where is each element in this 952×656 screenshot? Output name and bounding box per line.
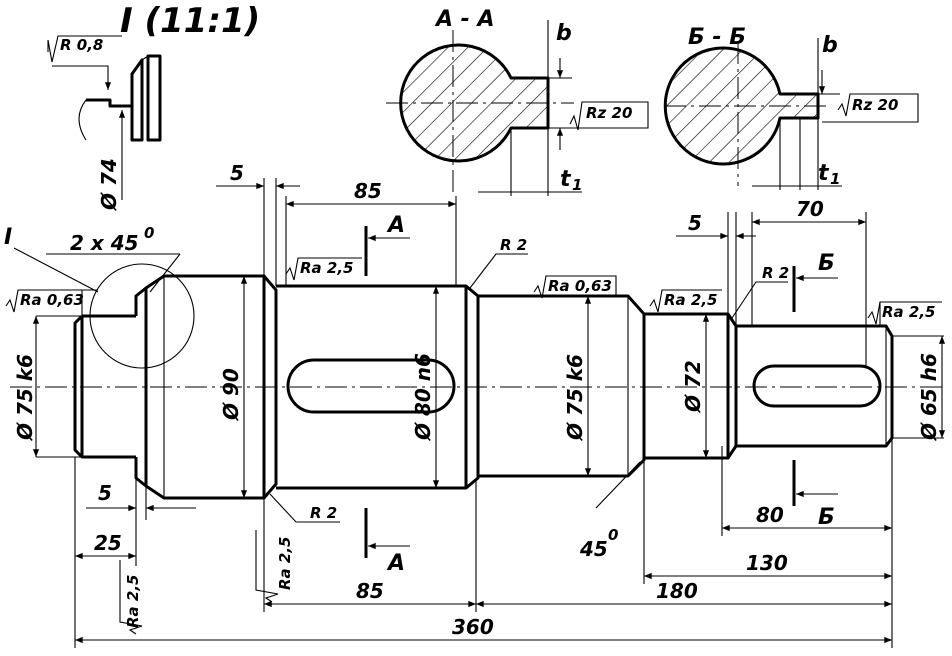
callouts: I 2 x 45 0 <box>4 224 181 293</box>
dim-bottom-80: 80 <box>756 503 784 527</box>
section-aa-b: b <box>556 21 572 46</box>
linear-dims: 5 85 5 70 5 25 85 180 <box>74 161 893 648</box>
dia-65h6: Ø 65 h6 <box>917 353 941 441</box>
dim-top-85: 85 <box>354 179 382 203</box>
dia-90: Ø 90 <box>219 368 243 421</box>
rough-shoulder-72: Ra 2,5 <box>664 291 717 309</box>
section-bb-roughness: Rz 20 <box>852 96 898 114</box>
dia-80n6: Ø 80 n6 <box>411 353 435 441</box>
detail-view: I (11:1) R 0,8 Ø 74 <box>47 1 260 211</box>
rough-bottom-left: Ra 2,5 <box>124 575 142 628</box>
chamfer-label: 2 x 45 <box>70 231 139 255</box>
dia-75k6-left: Ø 75 k6 <box>13 354 37 441</box>
rough-bottom-mid: Ra 2,5 <box>276 537 294 590</box>
diameter-dims: Ø 75 k6 Ø 90 Ø 80 n6 Ø 75 k6 Ø 72 Ø 65 h… <box>13 276 946 498</box>
dim-bottom-5: 5 <box>98 481 112 505</box>
rough-right-end: Ra 2,5 <box>882 303 935 321</box>
section-bb-b: b <box>822 33 838 58</box>
rough-mid-journal: Ra 0,63 <box>548 277 612 295</box>
detail-roughness: R 0,8 <box>60 36 103 54</box>
shaft-main-view <box>10 263 942 500</box>
dim-angle-deg: 0 <box>608 526 618 544</box>
section-bb-label: Б - Б <box>688 25 746 50</box>
cut-b-top: Б <box>818 251 835 276</box>
cut-a-top: A <box>386 213 405 238</box>
section-bb: Б - Б b t 1 Rz 20 <box>663 25 919 190</box>
roughness-symbol <box>47 35 122 63</box>
rough-key-step: Ra 2,5 <box>300 259 353 277</box>
detail-mark: I <box>4 225 12 250</box>
section-bb-t: t <box>818 161 830 186</box>
cut-a-bottom: A <box>386 551 405 576</box>
rough-left-journal: Ra 0,63 <box>20 291 84 309</box>
dim-top-5-right: 5 <box>688 211 702 235</box>
section-cut-marks: A A Б Б <box>364 213 838 576</box>
dia-72: Ø 72 <box>681 360 705 413</box>
detail-circle <box>89 263 195 369</box>
dim-overall-360: 360 <box>452 615 494 639</box>
dim-bottom-85: 85 <box>356 579 384 603</box>
section-aa-roughness: Rz 20 <box>586 104 632 122</box>
radius-top: R 2 <box>500 236 527 254</box>
section-bb-t-sub: 1 <box>830 170 840 188</box>
section-aa: A - A b t 1 Rz 20 <box>386 7 649 196</box>
radius-bottom: R 2 <box>310 504 337 522</box>
dim-bottom-180: 180 <box>656 579 698 603</box>
radius-marks: R 2 R 2 R 2 <box>269 236 789 523</box>
dim-top-5-left: 5 <box>230 161 244 185</box>
section-aa-label: A - A <box>434 7 495 32</box>
dim-angle-45: 45 <box>579 537 608 561</box>
dim-top-70: 70 <box>796 197 824 221</box>
chamfer-deg: 0 <box>144 224 154 242</box>
dim-bottom-130: 130 <box>746 551 788 575</box>
cut-b-bottom: Б <box>818 505 835 530</box>
dia-75k6-mid: Ø 75 k6 <box>563 354 587 441</box>
detail-diameter: Ø 74 <box>97 158 121 211</box>
roughness-marks: Ra 0,63 Ra 2,5 Ra 0,63 Ra 2,5 Ra 2,5 Ra … <box>5 257 942 635</box>
detail-label: I (11:1) <box>120 1 260 41</box>
section-aa-t: t <box>560 167 572 192</box>
radius-right: R 2 <box>762 264 789 282</box>
section-aa-t-sub: 1 <box>572 176 582 194</box>
dim-bottom-25: 25 <box>94 531 122 555</box>
